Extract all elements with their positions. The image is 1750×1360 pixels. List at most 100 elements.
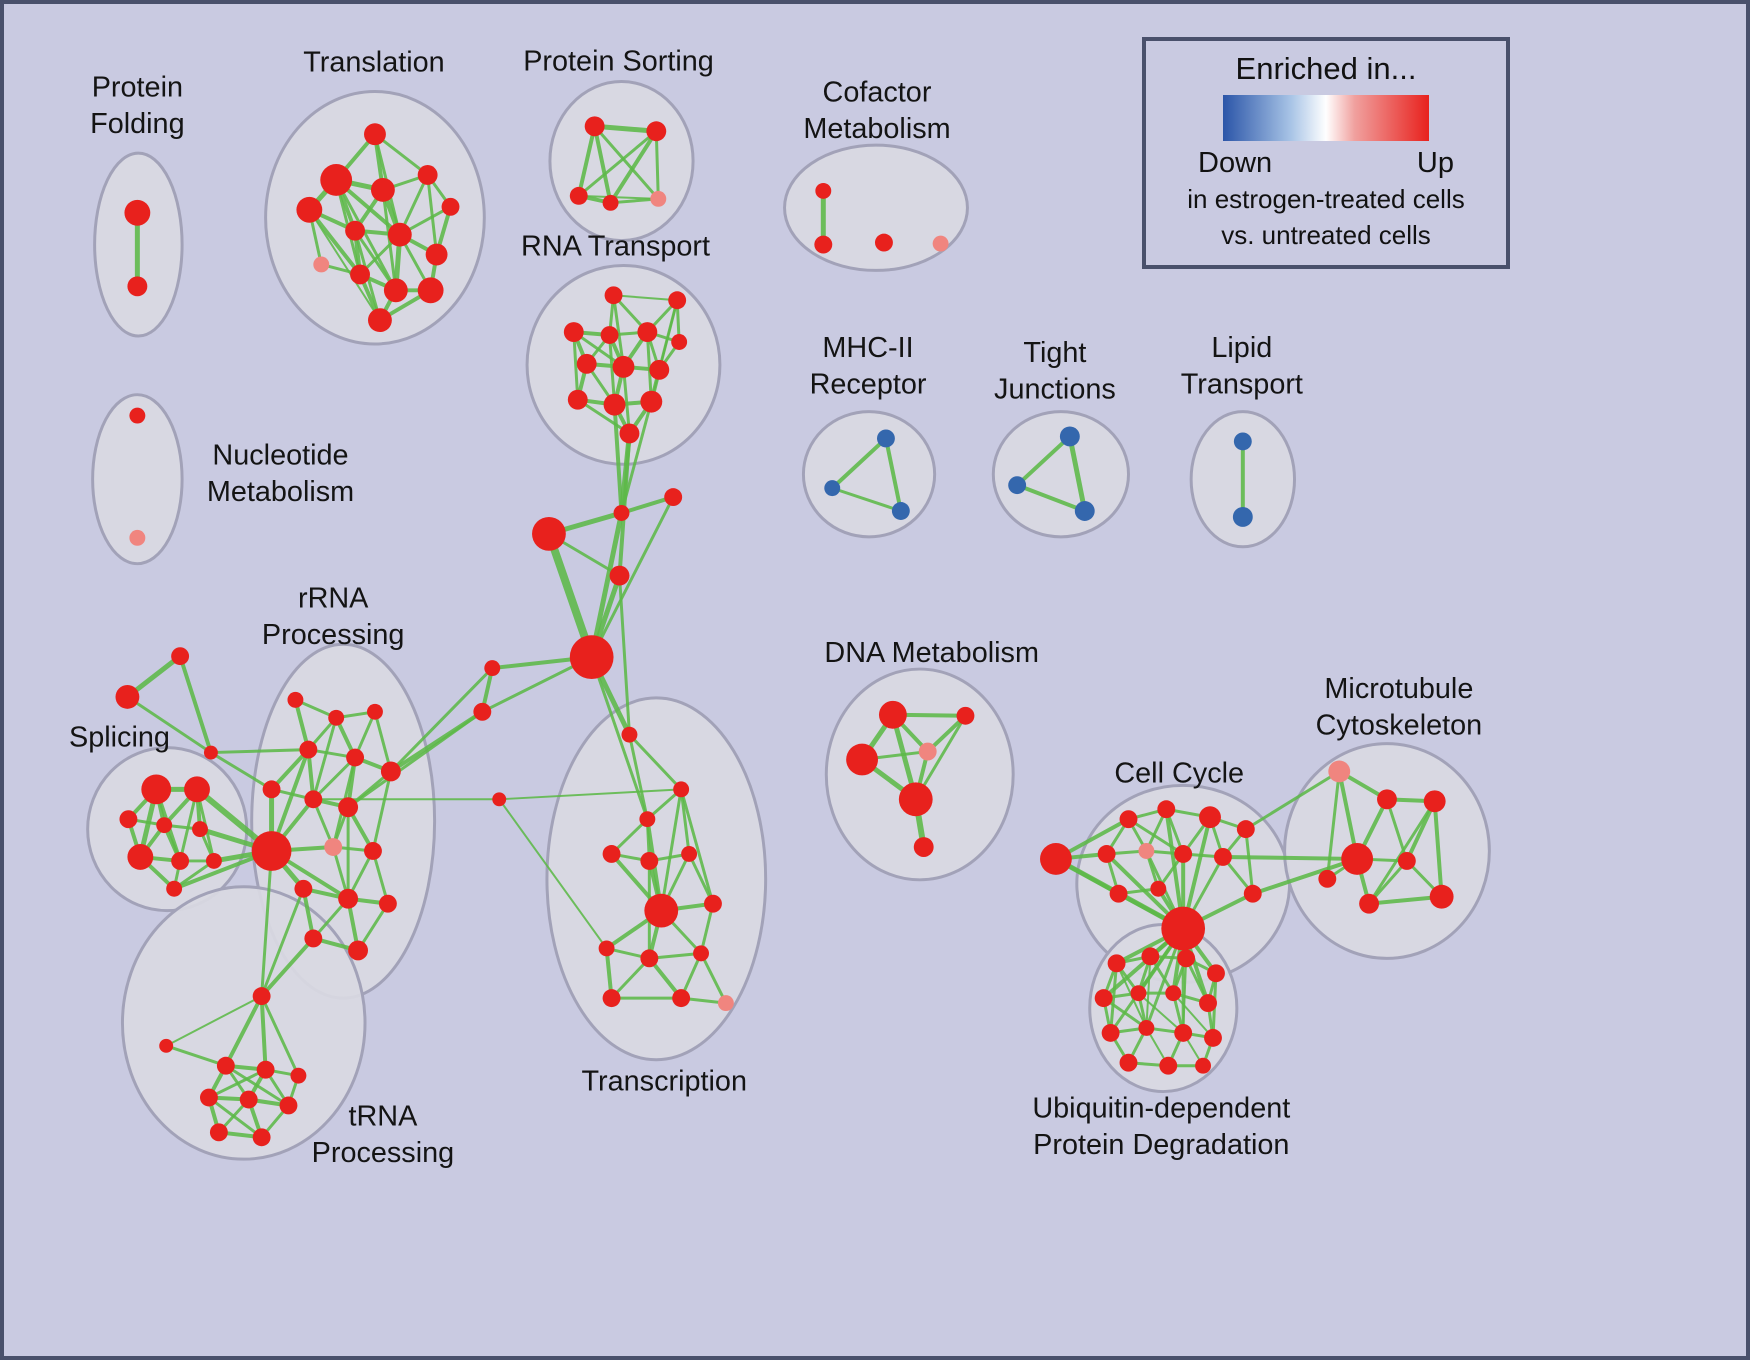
node-100[interactable] (681, 846, 698, 862)
node-102[interactable] (704, 894, 722, 913)
node-115[interactable] (1040, 843, 1072, 875)
node-41[interactable] (824, 480, 841, 497)
node-93[interactable] (209, 1123, 228, 1142)
node-97[interactable] (639, 811, 656, 828)
node-121[interactable] (1138, 843, 1155, 859)
node-55[interactable] (492, 792, 507, 807)
node-79[interactable] (156, 817, 173, 834)
node-104[interactable] (640, 949, 659, 968)
node-14[interactable] (417, 277, 444, 304)
node-2[interactable] (364, 123, 386, 146)
node-49[interactable] (613, 505, 630, 521)
node-29[interactable] (637, 322, 658, 342)
node-12[interactable] (350, 264, 370, 285)
node-65[interactable] (262, 780, 281, 799)
node-77[interactable] (184, 776, 210, 803)
node-129[interactable] (1377, 789, 1397, 810)
node-122[interactable] (1174, 845, 1193, 863)
node-142[interactable] (1165, 985, 1182, 1002)
node-144[interactable] (1101, 1023, 1120, 1042)
node-81[interactable] (127, 844, 154, 870)
node-80[interactable] (192, 821, 208, 838)
node-105[interactable] (693, 945, 709, 962)
node-13[interactable] (383, 278, 408, 303)
node-19[interactable] (602, 194, 619, 211)
node-82[interactable] (171, 851, 190, 870)
node-1[interactable] (127, 276, 148, 297)
node-21[interactable] (815, 182, 832, 199)
node-6[interactable] (417, 165, 438, 185)
node-136[interactable] (1107, 954, 1126, 973)
node-99[interactable] (640, 851, 659, 870)
node-138[interactable] (1177, 949, 1196, 968)
node-68[interactable] (251, 831, 292, 871)
node-39[interactable] (129, 529, 146, 546)
node-66[interactable] (304, 790, 323, 809)
node-15[interactable] (368, 308, 392, 333)
node-22[interactable] (814, 235, 833, 254)
node-109[interactable] (878, 700, 907, 729)
node-23[interactable] (875, 233, 893, 252)
node-37[interactable] (619, 423, 640, 444)
node-90[interactable] (199, 1088, 218, 1107)
node-17[interactable] (646, 121, 667, 142)
node-18[interactable] (569, 186, 588, 205)
node-52[interactable] (569, 635, 614, 680)
node-139[interactable] (1207, 964, 1225, 983)
node-72[interactable] (338, 888, 359, 909)
node-25[interactable] (604, 286, 623, 305)
node-83[interactable] (205, 852, 222, 869)
node-101[interactable] (644, 893, 679, 928)
node-146[interactable] (1174, 1023, 1193, 1042)
node-16[interactable] (584, 116, 605, 137)
node-0[interactable] (124, 199, 151, 226)
node-10[interactable] (425, 243, 448, 266)
node-60[interactable] (328, 709, 345, 726)
node-118[interactable] (1199, 806, 1221, 829)
node-3[interactable] (320, 164, 353, 196)
node-125[interactable] (1150, 880, 1167, 897)
node-48[interactable] (532, 516, 566, 551)
node-27[interactable] (563, 322, 584, 342)
node-70[interactable] (364, 842, 382, 860)
node-133[interactable] (1397, 851, 1416, 870)
node-120[interactable] (1097, 845, 1116, 863)
node-112[interactable] (918, 742, 937, 761)
node-73[interactable] (378, 894, 397, 913)
node-119[interactable] (1236, 820, 1255, 839)
node-75[interactable] (348, 940, 368, 961)
node-34[interactable] (567, 389, 588, 410)
node-40[interactable] (876, 429, 895, 448)
node-43[interactable] (1059, 426, 1080, 447)
node-11[interactable] (313, 256, 330, 273)
node-36[interactable] (640, 390, 663, 413)
node-61[interactable] (367, 703, 383, 720)
node-58[interactable] (203, 745, 218, 760)
node-38[interactable] (129, 407, 146, 424)
node-20[interactable] (650, 190, 667, 207)
node-59[interactable] (287, 691, 304, 708)
node-140[interactable] (1094, 989, 1113, 1008)
node-92[interactable] (279, 1096, 298, 1115)
node-123[interactable] (1213, 848, 1232, 866)
node-130[interactable] (1423, 790, 1446, 813)
node-111[interactable] (846, 743, 878, 776)
node-5[interactable] (370, 177, 395, 202)
node-54[interactable] (473, 702, 492, 721)
node-67[interactable] (338, 797, 359, 818)
node-143[interactable] (1199, 994, 1217, 1013)
node-135[interactable] (1359, 893, 1380, 914)
node-147[interactable] (1204, 1028, 1222, 1047)
node-124[interactable] (1109, 884, 1128, 903)
node-64[interactable] (380, 761, 401, 782)
node-107[interactable] (672, 989, 691, 1008)
node-84[interactable] (166, 880, 183, 897)
node-148[interactable] (1119, 1053, 1138, 1072)
node-96[interactable] (673, 781, 690, 798)
node-91[interactable] (239, 1090, 258, 1109)
node-110[interactable] (956, 706, 975, 725)
node-132[interactable] (1341, 843, 1374, 875)
node-69[interactable] (324, 838, 343, 856)
node-141[interactable] (1130, 985, 1147, 1002)
node-8[interactable] (345, 220, 366, 241)
